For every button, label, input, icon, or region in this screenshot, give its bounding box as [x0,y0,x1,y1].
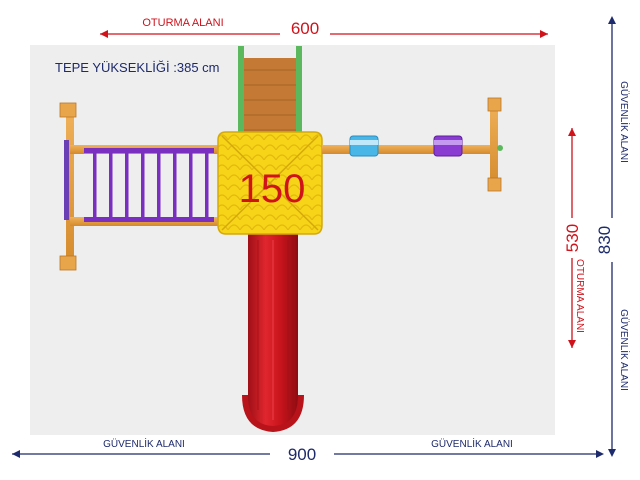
right-inner-dimension: 530 OTURMA ALANI [563,128,585,348]
platform: 150 [217,131,323,235]
top-dimension-value: 600 [291,19,319,38]
bottom-label-right: GÜVENLİK ALANI [431,437,513,450]
height-label: TEPE YÜKSEKLİĞİ :385 cm [55,60,220,75]
swing-seat-blue [349,135,379,157]
right-outer-dimension: 830 GÜVENLİK ALANI GÜVENLİK ALANI [595,16,631,457]
right-outer-label-top: GÜVENLİK ALANI [618,81,631,163]
bottom-label-left: GÜVENLİK ALANI [103,437,185,450]
roof [238,46,302,134]
bottom-dimension: GÜVENLİK ALANI GÜVENLİK ALANI 900 [12,437,604,464]
swing-seat-purple [433,135,463,157]
left-climbing-frame [59,102,220,271]
climber-rungs [93,150,209,220]
slide [242,232,304,432]
top-area-label: OTURMA ALANI [142,17,223,29]
top-dimension: OTURMA ALANI 600 [100,17,548,38]
playground: 150 [59,46,503,432]
east-bar [322,97,503,192]
right-outer-label-bottom: GÜVENLİK ALANI [618,309,631,391]
platform-height: 150 [239,167,306,211]
bottom-dimension-value: 900 [288,445,316,464]
right-inner-dimension-value: 530 [563,224,582,252]
right-outer-dimension-value: 830 [595,226,614,254]
right-inner-area-label: OTURMA ALANI [574,259,585,333]
